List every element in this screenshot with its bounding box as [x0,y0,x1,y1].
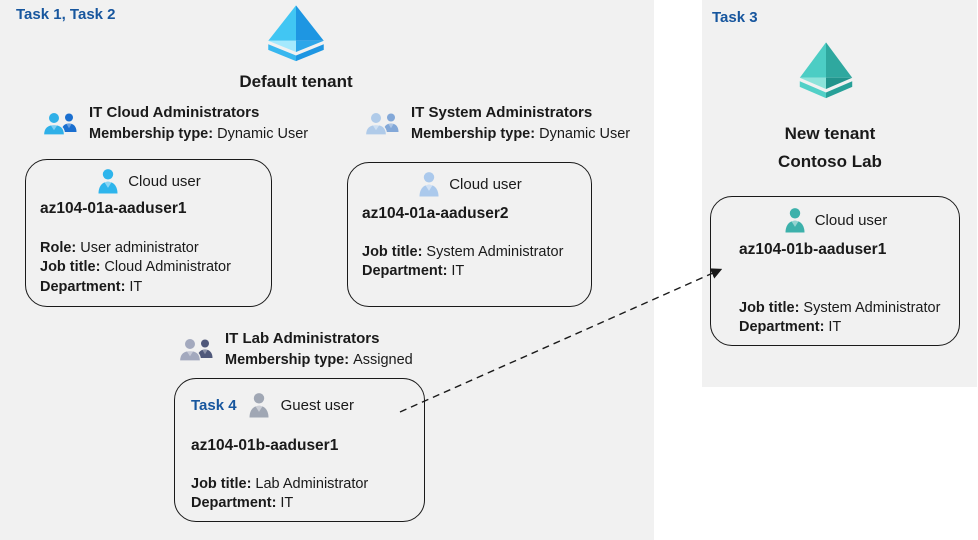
membership-type-label: Membership type: [89,126,214,142]
new-tenant-title-line1: New tenant [784,124,876,143]
cloud-user-icon [419,172,439,197]
membership-type-label: Membership type: [411,126,536,142]
field-value: IT [451,263,465,280]
group-it-cloud-administrators: IT Cloud Administrators Membership type:… [40,101,308,145]
field-value: System Administrator [803,300,941,316]
field-role: Role:User administrator [40,239,231,258]
user-card-az104-01a-aaduser1: Cloud user az104-01a-aaduser1 Role:User … [25,159,272,307]
group-name: IT System Administrators [411,104,593,121]
field-job-title: Job title:Lab Administrator [191,475,368,494]
field-value: IT [280,495,294,512]
user-group-icon [364,111,399,136]
field-value: Cloud Administrator [104,259,231,276]
group-membership: Membership type:Dynamic User [411,124,630,145]
group-text: IT Lab Administrators Membership type:As… [225,327,413,371]
user-type-label: Cloud user [814,211,888,229]
user-card-az104-01b-aaduser1-new-tenant: Cloud user az104-01b-aaduser1 Job title:… [710,196,960,346]
user-group-icon [178,337,213,362]
field-value: IT [129,278,143,295]
field-department: Department:IT [191,494,368,513]
membership-type-label: Membership type: [225,352,350,368]
field-label: Department: [40,278,126,295]
task-1-2-label: Task 1, Task 2 [16,6,116,23]
user-type-label: Cloud user [128,172,201,190]
card-header: Cloud user [26,167,271,195]
field-label: Job title: [191,476,252,492]
group-text: IT System Administrators Membership type… [411,101,630,145]
azure-ad-tenant-icon [268,5,324,62]
user-details: Role:User administrator Job title:Cloud … [40,239,231,297]
username: az104-01a-aaduser2 [362,205,509,222]
task-4-label: Task 4 [191,396,237,414]
cloud-user-icon [98,169,118,194]
field-department: Department:IT [739,318,940,337]
card-header: Task 4 Guest user [191,391,354,419]
default-tenant-title: Default tenant [239,72,353,91]
membership-type-value: Dynamic User [539,126,631,142]
group-name: IT Cloud Administrators [89,104,260,121]
task-3-label: Task 3 [712,9,758,26]
guest-user-icon [249,393,269,418]
membership-type-value: Assigned [353,352,413,368]
user-details: Job title:System Administrator Departmen… [739,299,940,338]
card-header: Cloud user [711,206,959,234]
user-type-label: Guest user [280,396,354,414]
field-value: System Administrator [426,244,564,260]
group-it-lab-administrators: IT Lab Administrators Membership type:As… [176,327,413,371]
field-department: Department:IT [362,262,563,281]
group-it-system-administrators: IT System Administrators Membership type… [362,101,630,145]
username: az104-01a-aaduser1 [40,200,187,217]
field-label: Department: [362,263,448,280]
field-job-title: Job title:Cloud Administrator [40,258,231,277]
field-job-title: Job title:System Administrator [739,299,940,318]
field-label: Department: [739,319,825,336]
user-details: Job title:Lab Administrator Department:I… [191,475,368,514]
field-job-title: Job title:System Administrator [362,243,563,262]
field-department: Department:IT [40,278,231,297]
group-membership: Membership type:Dynamic User [89,124,308,145]
user-type-label: Cloud user [449,175,522,193]
group-text: IT Cloud Administrators Membership type:… [89,101,308,145]
new-tenant-title-line2: Contoso Lab [778,152,882,171]
cloud-user-icon [785,208,805,233]
field-value: User administrator [80,240,199,256]
default-tenant-panel [0,0,654,540]
field-value: IT [828,319,842,336]
azure-ad-new-tenant-icon [799,42,853,99]
field-label: Job title: [40,259,101,276]
user-details: Job title:System Administrator Departmen… [362,243,563,282]
group-name: IT Lab Administrators [225,330,380,347]
field-label: Job title: [362,244,423,260]
field-label: Job title: [739,300,800,316]
username: az104-01b-aaduser1 [739,241,887,258]
field-value: Lab Administrator [255,476,369,492]
username: az104-01b-aaduser1 [191,437,339,454]
user-card-az104-01a-aaduser2: Cloud user az104-01a-aaduser2 Job title:… [347,162,592,307]
card-header: Cloud user [348,170,591,198]
group-membership: Membership type:Assigned [225,350,413,371]
user-group-icon [42,111,77,136]
guest-user-card-az104-01b-aaduser1: Task 4 Guest user az104-01b-aaduser1 Job… [174,378,425,522]
membership-type-value: Dynamic User [217,126,309,142]
field-label: Role: [40,240,77,256]
field-label: Department: [191,495,277,512]
